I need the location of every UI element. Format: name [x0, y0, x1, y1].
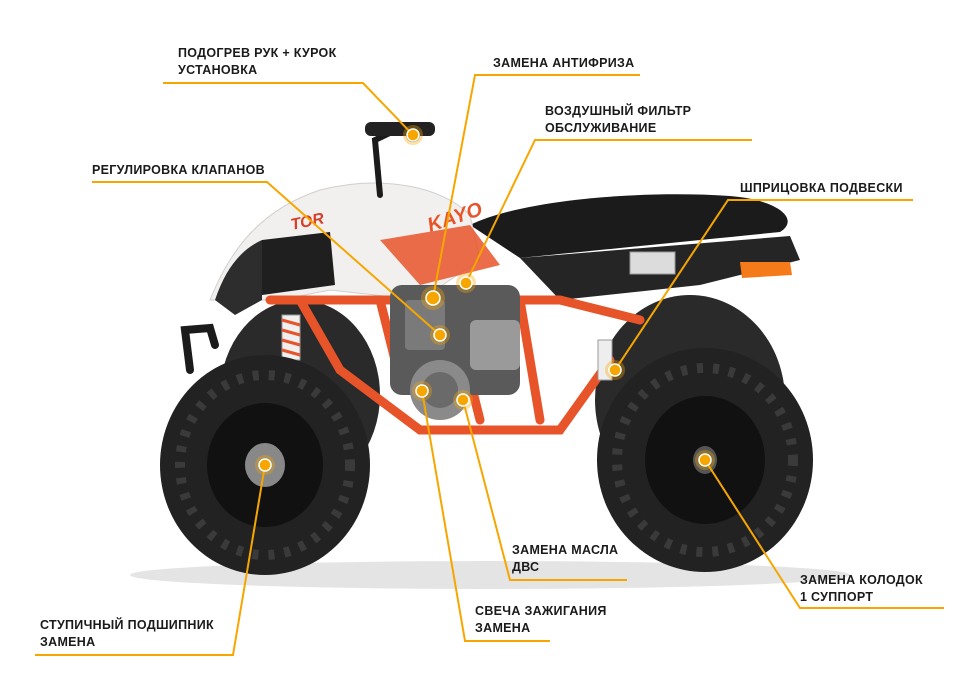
callout-line-hub-bearing: [35, 464, 266, 656]
atv-illustration: KAYO TOR: [130, 122, 850, 589]
label-hub-bearing-line2: ЗАМЕНА: [40, 635, 96, 649]
model-decal: TOR: [289, 210, 326, 234]
label-air-filter: ВОЗДУШНЫЙ ФИЛЬТР ОБСЛУЖИВАНИЕ: [545, 103, 691, 137]
seat: [470, 194, 800, 300]
callout-line-engine-oil: [462, 399, 627, 581]
marker-air-filter: [456, 273, 476, 293]
marker-antifreeze: [421, 286, 445, 310]
label-spark-plug-line1: СВЕЧА ЗАЖИГАНИЯ: [475, 604, 607, 618]
label-air-filter-line2: ОБСЛУЖИВАНИЕ: [545, 121, 657, 135]
label-hub-bearing-line1: СТУПИЧНЫЙ ПОДШИПНИК: [40, 618, 214, 632]
markers: [255, 125, 715, 475]
label-engine-oil-line2: ДВС: [512, 560, 540, 574]
label-valves-line1: РЕГУЛИРОВКА КЛАПАНОВ: [92, 163, 265, 177]
label-spark-plug: СВЕЧА ЗАЖИГАНИЯ ЗАМЕНА: [475, 603, 607, 637]
callout-line-valves: [92, 181, 441, 336]
label-engine-oil-line1: ЗАМЕНА МАСЛА: [512, 543, 619, 557]
label-valves: РЕГУЛИРОВКА КЛАПАНОВ: [92, 162, 265, 179]
callout-line-hand-heating: [163, 82, 414, 136]
label-brake-pads-line2: 1 СУППОРТ: [800, 590, 874, 604]
label-hand-heating-line2: УСТАНОВКА: [178, 63, 258, 77]
engine: [390, 285, 520, 420]
label-antifreeze-line1: ЗАМЕНА АНТИФРИЗА: [493, 56, 635, 70]
front-bumper: [180, 323, 219, 374]
front-fairing: KAYO TOR: [209, 182, 500, 315]
marker-brake-pads: [695, 450, 715, 470]
callout-line-suspension: [614, 199, 913, 371]
callout-line-antifreeze: [432, 74, 640, 299]
label-engine-oil: ЗАМЕНА МАСЛА ДВС: [512, 542, 618, 576]
marker-hub-bearing: [255, 455, 275, 475]
label-hub-bearing: СТУПИЧНЫЙ ПОДШИПНИК ЗАМЕНА: [40, 617, 214, 651]
marker-suspension: [605, 360, 625, 380]
label-antifreeze: ЗАМЕНА АНТИФРИЗА: [493, 55, 634, 72]
callout-line-brake-pads: [704, 459, 944, 609]
marker-engine-oil: [453, 390, 473, 410]
front-shock: [281, 314, 301, 361]
callout-line-spark-plug: [421, 390, 550, 642]
marker-valves: [430, 325, 450, 345]
callout-line-air-filter: [465, 139, 752, 284]
callout-lines: [35, 74, 944, 656]
label-suspension-line1: ШПРИЦОВКА ПОДВЕСКИ: [740, 181, 903, 195]
label-spark-plug-line2: ЗАМЕНА: [475, 621, 531, 635]
label-air-filter-line1: ВОЗДУШНЫЙ ФИЛЬТР: [545, 104, 692, 118]
label-hand-heating: ПОДОГРЕВ РУК + КУРОК УСТАНОВКА: [178, 45, 337, 79]
label-brake-pads: ЗАМЕНА КОЛОДОК 1 СУППОРТ: [800, 572, 923, 606]
marker-spark-plug: [412, 381, 432, 401]
marker-hand-heating: [403, 125, 423, 145]
label-suspension: ШПРИЦОВКА ПОДВЕСКИ: [740, 180, 903, 197]
label-hand-heating-line1: ПОДОГРЕВ РУК + КУРОК: [178, 46, 337, 60]
label-brake-pads-line1: ЗАМЕНА КОЛОДОК: [800, 573, 923, 587]
